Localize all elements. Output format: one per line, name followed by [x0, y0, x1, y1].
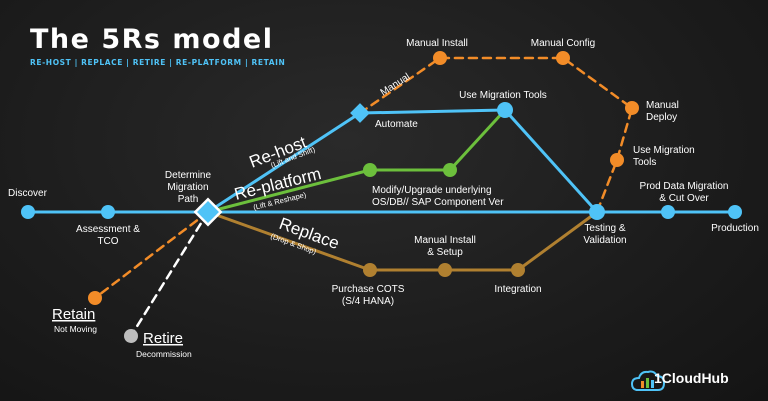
replace-path — [206, 210, 599, 272]
node-manual-config — [556, 51, 570, 65]
nodes — [21, 51, 742, 343]
rehost-path — [206, 108, 599, 214]
label-prod-migration-1: Prod Data Migration — [640, 181, 729, 192]
page-subtitle: RE-HOST | REPLACE | RETIRE | RE-PLATFORM… — [30, 58, 286, 67]
label-integration: Integration — [494, 284, 541, 295]
label-manual-setup-1: Manual Install — [414, 235, 476, 246]
node-testing — [589, 204, 605, 220]
retire-path — [129, 210, 210, 338]
label-use-migration-tools: Use Migration Tools — [459, 90, 547, 101]
node-use-migration-tools-2 — [610, 153, 624, 167]
label-determine-3: Path — [178, 194, 199, 205]
node-integration — [511, 263, 525, 277]
node-manual-install — [433, 51, 447, 65]
node-replatform-1 — [363, 163, 377, 177]
node-retain — [88, 291, 102, 305]
label-manual-setup-2: & Setup — [427, 247, 463, 258]
node-purchase-cots — [363, 263, 377, 277]
node-production — [728, 205, 742, 219]
label-testing-2: Validation — [583, 235, 626, 246]
label-assessment-1: Assessment & — [76, 224, 140, 235]
label-retire-sub: Decommission — [136, 349, 192, 359]
label-manual-install: Manual Install — [406, 38, 468, 49]
node-determine-path — [193, 197, 223, 227]
brand-logo: 1CloudHub — [654, 370, 729, 386]
retain-path — [93, 210, 210, 300]
label-retain: Retain — [52, 306, 95, 323]
node-modify-upgrade — [443, 163, 457, 177]
label-purchase-2: (S/4 HANA) — [342, 296, 394, 307]
label-prod-migration-2: & Cut Over — [659, 193, 709, 204]
label-production: Production — [711, 223, 759, 234]
cloud-icon — [630, 370, 666, 391]
label-use-tools-2: Tools — [633, 157, 656, 168]
label-manual: Manual — [379, 71, 413, 98]
label-manual-deploy-1: Manual — [646, 100, 679, 111]
node-discover — [21, 205, 35, 219]
label-manual-config: Manual Config — [531, 38, 595, 49]
page-title: The 5Rs model — [30, 24, 274, 55]
label-testing-1: Testing & — [584, 223, 625, 234]
node-use-migration-tools — [497, 102, 513, 118]
node-prod-migration — [661, 205, 675, 219]
label-determine-2: Migration — [167, 182, 208, 193]
label-automate: Automate — [375, 119, 418, 130]
node-automate — [350, 103, 370, 123]
label-modify-2: OS/DB// SAP Component Ver — [372, 197, 504, 208]
replatform-path — [206, 108, 507, 214]
node-retire — [124, 329, 138, 343]
label-discover: Discover — [8, 188, 48, 199]
label-retire: Retire — [143, 330, 183, 347]
label-purchase-1: Purchase COTS — [332, 284, 405, 295]
node-manual-setup — [438, 263, 452, 277]
label-manual-deploy-2: Deploy — [646, 112, 677, 123]
node-assessment — [101, 205, 115, 219]
label-modify-1: Modify/Upgrade underlying — [372, 185, 492, 196]
label-assessment-2: TCO — [97, 236, 118, 247]
label-determine-1: Determine — [165, 170, 212, 181]
label-use-tools-1: Use Migration — [633, 145, 695, 156]
label-retain-sub: Not Moving — [54, 324, 97, 334]
node-manual-deploy — [625, 101, 639, 115]
manual-path — [358, 56, 634, 214]
